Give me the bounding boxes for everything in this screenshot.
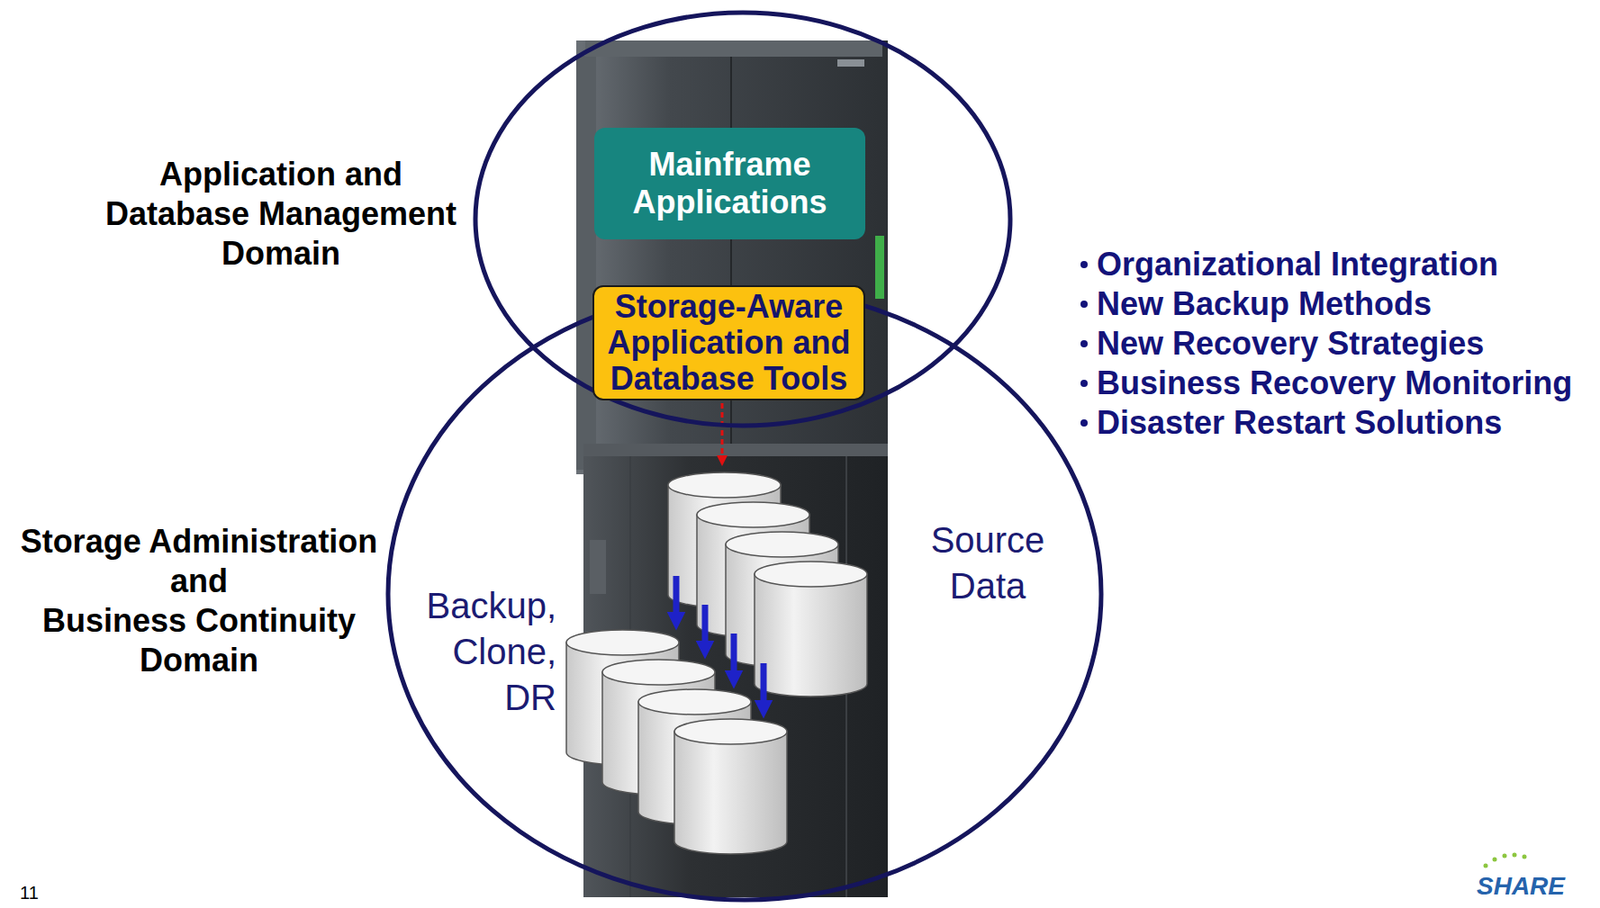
disk-cylinder (754, 561, 868, 697)
process-box: Mainframe Applications (594, 127, 866, 240)
status-light (875, 235, 885, 299)
logo-dot (1502, 854, 1508, 859)
logo-dot (1512, 853, 1518, 859)
box-label: Storage-Aware Application and Database T… (606, 289, 850, 398)
io-arrow (721, 403, 724, 462)
label-holder: Disaster Restart Solutions (1096, 403, 1565, 443)
rack-top (583, 443, 888, 457)
bullet-dot (1080, 261, 1088, 269)
copy-arrows (676, 576, 764, 710)
box-label: Mainframe Applications (632, 145, 827, 222)
logo-dot (1492, 858, 1498, 863)
region-label: Source Data (915, 517, 1060, 610)
rack-badge (837, 59, 865, 67)
label-holder: Organizational Integration (1096, 244, 1565, 285)
rack-side (576, 55, 597, 471)
bullet-item: Disaster Restart Solutions (1096, 403, 1565, 443)
copy-arrow (731, 633, 738, 680)
bullet-item: Organizational Integration (1096, 244, 1565, 285)
logo-text: SHARE (1476, 871, 1594, 903)
bullet-item: Business Recovery Monitoring (1096, 363, 1576, 404)
heading-holder: Storage Administration and Business Cont… (14, 522, 384, 681)
domain-circle: Application and Database Management Doma… (472, 9, 1013, 429)
label-holder: New Recovery Strategies (1096, 324, 1565, 364)
bullet-item: New Recovery Strategies (1096, 324, 1565, 364)
logo-dots (1483, 853, 1528, 869)
copy-arrow (760, 663, 768, 710)
bullet-dot (1080, 419, 1088, 427)
label-holder: Business Recovery Monitoring (1096, 363, 1576, 404)
domain-heading: Application and Database Management Doma… (91, 154, 471, 274)
bullet-dot (1080, 340, 1088, 348)
label-holder: Source Data (915, 517, 1060, 610)
label-holder: 11 (19, 882, 74, 904)
bullet-dot (1080, 379, 1088, 388)
backup-disks (566, 630, 787, 855)
logo-dot (1483, 864, 1489, 869)
page-number: 11 (19, 882, 74, 904)
circle-outline (475, 12, 1011, 426)
label-holder: SHARE (1476, 871, 1594, 903)
process-box: Storage-Aware Application and Database T… (592, 285, 866, 401)
disk-cylinder (674, 719, 787, 855)
domain-heading: Storage Administration and Business Cont… (14, 522, 384, 681)
label-holder: New Backup Methods (1096, 284, 1565, 325)
logo-dot (1522, 855, 1528, 860)
storage-rack (583, 443, 888, 898)
rack-seam (730, 56, 733, 475)
label-holder: Backup, Clone, DR (376, 583, 557, 722)
region-label: Backup, Clone, DR (376, 583, 557, 722)
rack-body (583, 443, 888, 898)
bullet-dot (1080, 300, 1088, 308)
bullet-item: New Backup Methods (1096, 284, 1565, 325)
copy-arrow (702, 605, 709, 651)
rack-vent (589, 540, 606, 595)
copy-arrow (673, 576, 680, 622)
rack-top (585, 40, 883, 57)
heading-holder: Application and Database Management Doma… (91, 154, 471, 274)
